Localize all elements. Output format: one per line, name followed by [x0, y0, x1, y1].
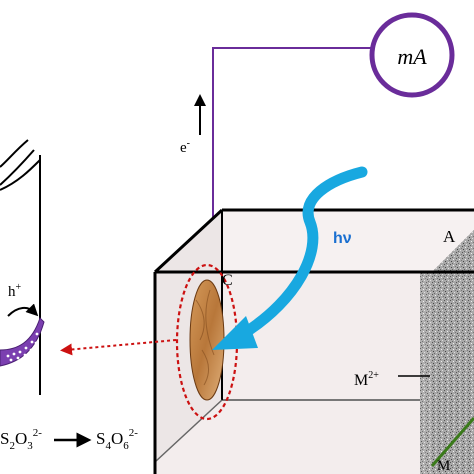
external-circuit — [212, 47, 372, 260]
electrode-a-face — [420, 272, 432, 474]
electrode-a-label: A — [443, 227, 456, 246]
light-path — [240, 166, 368, 338]
particle-layer — [0, 317, 45, 367]
circuit-wire — [212, 47, 372, 260]
meter-circle — [369, 12, 455, 98]
electrode-c-label: C — [222, 272, 233, 289]
electrode-a — [432, 230, 474, 474]
particle-dots — [6, 332, 39, 362]
product-label: S4O62- — [96, 427, 138, 452]
photon-label: hν — [333, 230, 352, 247]
zoom-pointer — [60, 339, 177, 356]
meter-label: mA — [397, 44, 427, 69]
electron-flow-arrow: e- — [180, 94, 206, 156]
electrode-a-band — [430, 417, 474, 467]
metal-ion-label: M2+ — [354, 370, 379, 389]
reactant-label: S2O32- — [0, 427, 42, 452]
zoomed-inset: h+ — [0, 139, 45, 395]
wood-electrode — [189, 279, 225, 401]
milliammeter: mA — [369, 12, 455, 98]
metal-partial-label: M — [437, 458, 450, 474]
light-arrowhead — [212, 316, 258, 350]
hole-arrow — [7, 303, 39, 317]
hole-label: h+ — [8, 282, 22, 300]
oxidation-reaction: S2O32- S4O62- — [0, 427, 138, 452]
electron-label: e- — [180, 138, 190, 156]
light-arrow: hν — [212, 166, 368, 350]
